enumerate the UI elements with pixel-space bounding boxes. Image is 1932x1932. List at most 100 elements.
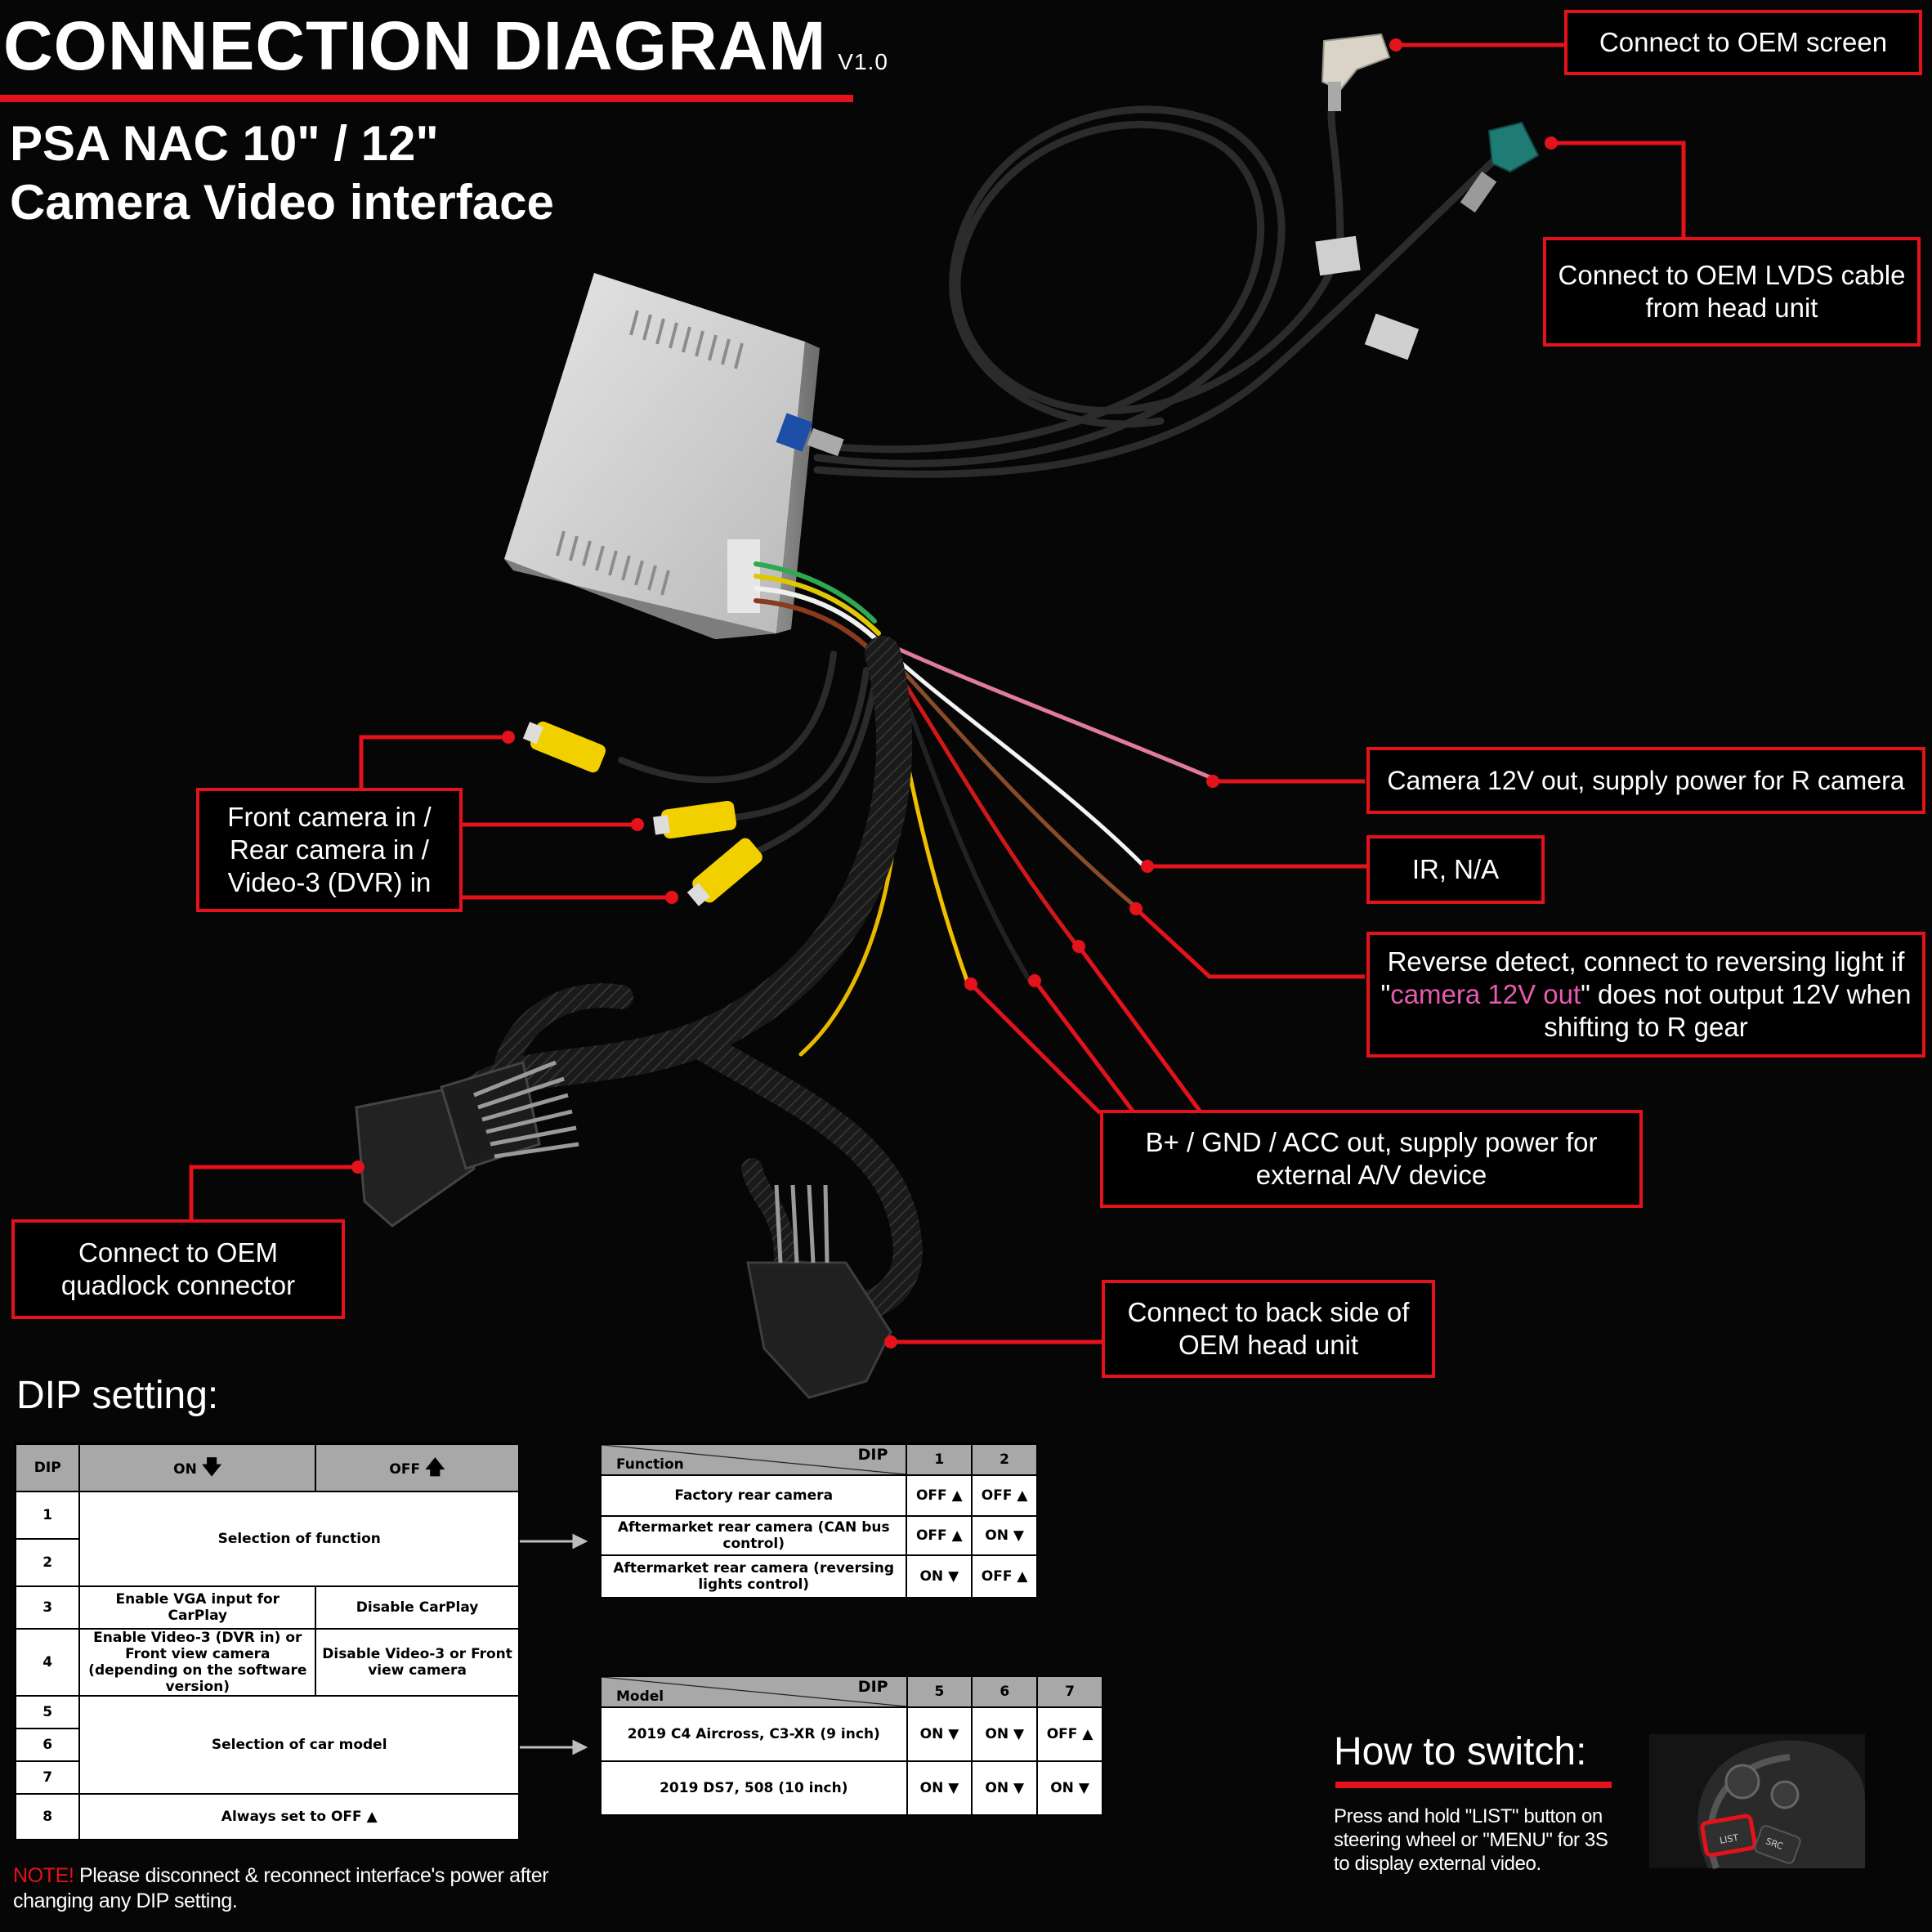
dip-col-header: DIP — [14, 1443, 81, 1492]
function-name: Factory rear camera — [599, 1474, 908, 1517]
version-label: V1.0 — [838, 49, 888, 74]
dip-number: 7 — [14, 1760, 81, 1795]
dip-number: 4 — [14, 1628, 81, 1697]
video3-on-cell: Enable Video-3 (DVR in) or Front view ca… — [78, 1628, 317, 1697]
callout-power-out: B+ / GND / ACC out, supply power for ext… — [1100, 1110, 1643, 1208]
oem-screen-connector — [1315, 33, 1391, 276]
steering-wheel-photo: LIST SRC — [1649, 1734, 1865, 1870]
dip-value: OFF ▲ — [971, 1474, 1038, 1517]
dip-number: 8 — [14, 1793, 81, 1840]
down-arrow-icon: 🡇 — [201, 1455, 222, 1478]
function-name: Aftermarket rear camera (CAN bus control… — [599, 1515, 908, 1556]
table-row: 2019 DS7, 508 (10 inch) ON ▼ ON ▼ ON ▼ — [600, 1760, 1103, 1816]
dip-number: 5 — [14, 1695, 81, 1729]
callout-oem-screen: Connect to OEM screen — [1564, 10, 1922, 75]
dip-main-table: DIP ON 🡇 OFF 🡅 1 Selection of function 2… — [14, 1443, 520, 1840]
dip-5-header: 5 — [906, 1675, 973, 1708]
quadlock-plug — [355, 1060, 579, 1228]
title-underline — [0, 95, 853, 102]
function-dip-header: Function DIP — [599, 1443, 908, 1476]
down-triangle-icon: ▼ — [1078, 1780, 1089, 1796]
note-label: NOTE! — [13, 1864, 74, 1887]
camera-input-video3: Video-3 (DVR) in — [227, 867, 432, 897]
callout-quadlock: Connect to OEM quadlock connector — [11, 1219, 345, 1319]
table-row: 2 — [14, 1538, 519, 1587]
table-row: 7 — [14, 1760, 519, 1795]
selection-function-cell: Selection of function — [78, 1491, 520, 1587]
camera-input-front: Front camera in / — [227, 802, 432, 832]
dip-number: 6 — [14, 1728, 81, 1762]
leader-dots — [351, 38, 1558, 1348]
dip-value: OFF ▲ — [906, 1515, 973, 1556]
model-name: 2019 C4 Aircross, C3-XR (9 inch) — [600, 1706, 908, 1762]
down-triangle-icon: ▼ — [948, 1726, 959, 1742]
callout-head-unit: Connect to back side of OEM head unit — [1102, 1280, 1435, 1378]
dip-number: 2 — [14, 1538, 81, 1587]
title-text: CONNECTION DIAGRAM — [3, 7, 827, 84]
lvds-connector — [1364, 121, 1540, 360]
table-row: Factory rear camera OFF ▲ OFF ▲ — [599, 1474, 1038, 1517]
on-col-header: ON 🡇 — [78, 1443, 317, 1492]
table-row: Aftermarket rear camera (CAN bus control… — [599, 1515, 1038, 1556]
table-row: 1 Selection of function — [14, 1491, 520, 1587]
down-triangle-icon: ▼ — [1013, 1726, 1025, 1742]
table-row: Aftermarket rear camera (reversing light… — [599, 1554, 1038, 1599]
rca-cables — [618, 651, 878, 853]
head-unit-plug — [746, 1184, 892, 1399]
dip-heading: DIP setting: — [16, 1374, 219, 1417]
dip-value: ON ▼ — [906, 1554, 973, 1599]
camera-input-rear: Rear camera in / — [230, 834, 429, 865]
callout-reverse-detect: Reverse detect, connect to reversing lig… — [1366, 932, 1925, 1058]
list-button-label: LIST — [1719, 1832, 1739, 1846]
up-triangle-icon: ▲ — [1082, 1726, 1093, 1742]
down-triangle-icon: ▼ — [948, 1568, 959, 1585]
up-triangle-icon: ▲ — [951, 1527, 963, 1544]
up-triangle-icon: ▲ — [951, 1487, 963, 1504]
subtitle-line-2: Camera Video interface — [10, 175, 554, 230]
dip-number: 3 — [14, 1585, 81, 1630]
up-arrow-icon: 🡅 — [425, 1455, 445, 1478]
down-triangle-icon: ▼ — [1013, 1780, 1025, 1796]
coiled-cables — [813, 102, 1508, 478]
function-name: Aftermarket rear camera (reversing light… — [599, 1554, 908, 1599]
dip-value: OFF ▲ — [971, 1554, 1038, 1599]
up-triangle-icon: ▲ — [1017, 1568, 1028, 1585]
power-wires — [798, 643, 1220, 1057]
how-to-switch-heading: How to switch: — [1334, 1730, 1587, 1773]
model-name: 2019 DS7, 508 (10 inch) — [600, 1760, 908, 1816]
callout-camera-inputs: Front camera in / Rear camera in / Video… — [196, 788, 463, 912]
selection-model-cell: Selection of car model — [78, 1695, 520, 1795]
dip-value: ON ▼ — [906, 1706, 973, 1762]
model-dip-header: Model DIP — [600, 1675, 908, 1708]
video3-off-cell: Disable Video-3 or Front view camera — [315, 1628, 520, 1697]
how-to-switch-text: Press and hold "LIST" button on steering… — [1334, 1805, 1608, 1875]
dip-note: NOTE! Please disconnect & reconnect inte… — [13, 1863, 569, 1914]
rca-plugs — [522, 721, 763, 906]
interface-box — [504, 273, 844, 639]
note-text: Please disconnect & reconnect interface'… — [13, 1864, 549, 1912]
dip-6-header: 6 — [971, 1675, 1039, 1708]
down-triangle-icon: ▼ — [1013, 1527, 1024, 1544]
dip-function-table: Function DIP 1 2 Factory rear camera OFF… — [599, 1443, 1038, 1599]
always-off-cell: Always set to OFF ▲ — [78, 1793, 520, 1840]
off-col-header: OFF 🡅 — [315, 1443, 520, 1492]
dip-model-table: Model DIP 5 6 7 2019 C4 Aircross, C3-XR … — [600, 1675, 1103, 1816]
table-row: 8 Always set to OFF ▲ — [14, 1793, 520, 1840]
table-row: 3 Enable VGA input for CarPlay Disable C… — [14, 1585, 520, 1630]
dip-value: ON ▼ — [971, 1706, 1039, 1762]
table-row: 6 — [14, 1728, 519, 1762]
table-row: 4 Enable Video-3 (DVR in) or Front view … — [14, 1628, 520, 1697]
table-row: 2019 C4 Aircross, C3-XR (9 inch) ON ▼ ON… — [600, 1706, 1103, 1762]
callout-ir: IR, N/A — [1366, 835, 1545, 904]
dip-1-header: 1 — [906, 1443, 973, 1476]
small-wires — [754, 561, 885, 656]
reverse-detect-text: Reverse detect, connect to reversing lig… — [1380, 946, 1912, 1042]
dip-value: ON ▼ — [906, 1760, 973, 1816]
dip-value: ON ▼ — [971, 1760, 1039, 1816]
callout-lvds: Connect to OEM LVDS cable from head unit — [1543, 237, 1921, 347]
leader-lines — [189, 42, 1686, 1344]
down-triangle-icon: ▼ — [948, 1780, 959, 1796]
vga-on-cell: Enable VGA input for CarPlay — [78, 1585, 317, 1630]
